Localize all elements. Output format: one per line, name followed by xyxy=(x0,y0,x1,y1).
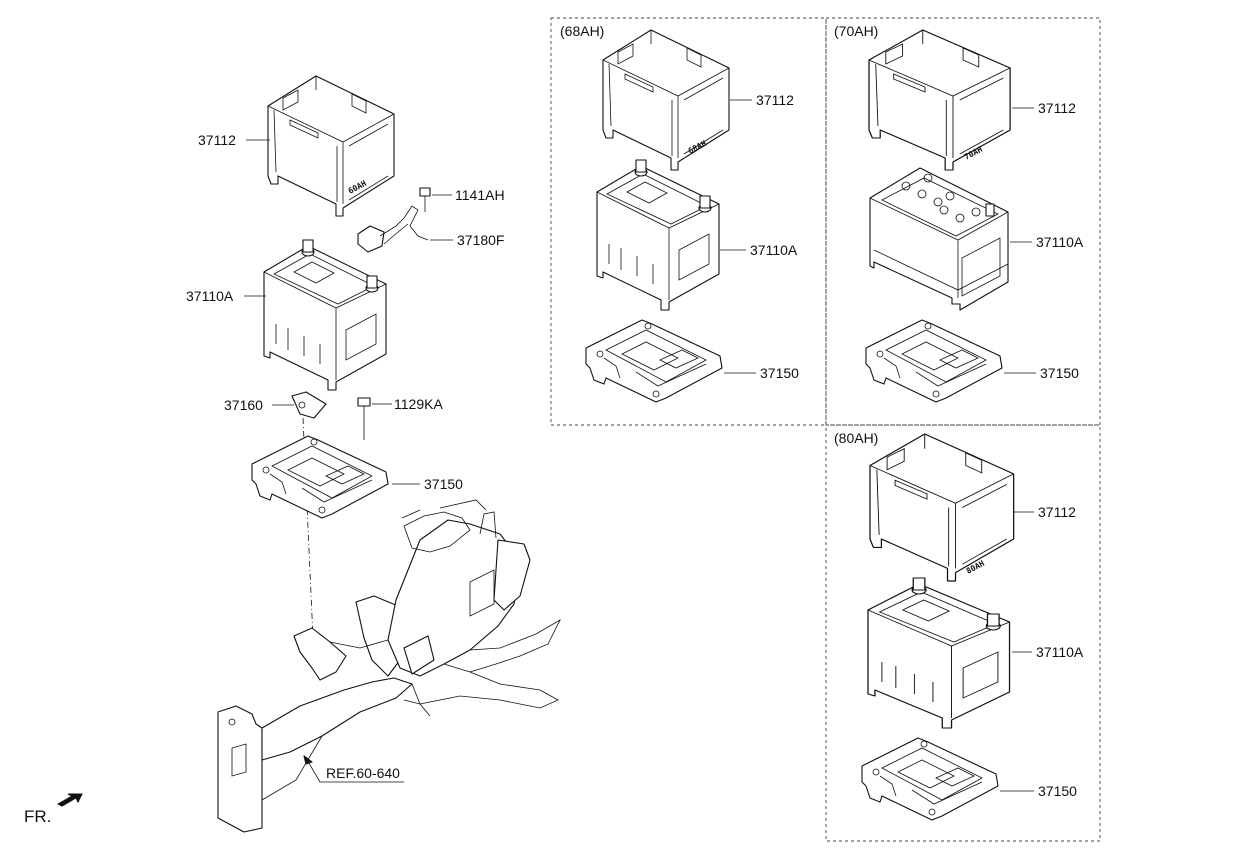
variant-70ah-tray xyxy=(868,29,1011,171)
variant-68ah-bracket xyxy=(585,319,723,403)
variant-box-70ah xyxy=(825,17,1101,426)
vehicle-body-structure xyxy=(217,499,561,833)
variant-box-80ah xyxy=(825,424,1101,842)
variant-68ah-title: (68AH) xyxy=(560,23,604,39)
variant-80ah-tray-label: 37112 xyxy=(1038,504,1076,520)
variant-80ah-title: (80AH) xyxy=(834,430,878,446)
variant-70ah-bracket-label: 37150 xyxy=(1040,365,1079,381)
variant-68ah-battery-label: 37110A xyxy=(750,242,798,258)
label-battery-main: 37110A xyxy=(186,288,234,304)
variant-box-68ah xyxy=(550,17,827,426)
variant-80ah-bracket-label: 37150 xyxy=(1038,783,1077,799)
battery-bracket-main xyxy=(251,435,389,519)
variant-68ah-battery xyxy=(596,159,720,311)
front-arrow-icon xyxy=(56,793,83,807)
battery-main xyxy=(263,239,387,391)
label-bracket-main: 37150 xyxy=(424,476,463,492)
bolt-1141ah xyxy=(419,187,431,212)
label-cable: 37180F xyxy=(457,232,504,248)
battery-cable xyxy=(357,205,429,253)
variant-80ah-bracket xyxy=(861,737,999,821)
bolt-1129ka xyxy=(357,397,371,440)
label-tray-main: 37112 xyxy=(198,132,236,148)
label-front: FR. xyxy=(24,807,51,826)
variant-70ah-battery-label: 37110A xyxy=(1036,234,1084,250)
label-ref: REF.60-640 xyxy=(326,765,400,781)
variant-70ah-bracket xyxy=(865,319,1003,403)
label-bolt-1141ah: 1141AH xyxy=(455,187,505,203)
leader-ref xyxy=(305,757,404,783)
variant-80ah-battery-label: 37110A xyxy=(1036,644,1084,660)
variant-80ah-battery xyxy=(867,577,1011,729)
battery-tray-main xyxy=(267,75,395,217)
variant-68ah-tray-label: 37112 xyxy=(756,92,794,108)
variant-80ah-tray xyxy=(869,433,1015,582)
variant-70ah-title: (70AH) xyxy=(834,23,878,39)
variant-68ah-bracket-label: 37150 xyxy=(760,365,799,381)
variant-70ah-battery xyxy=(869,167,1009,311)
variant-70ah-tray-label: 37112 xyxy=(1038,100,1076,116)
ref-arrow-head xyxy=(303,755,313,765)
battery-clamp xyxy=(291,391,327,661)
label-clamp: 37160 xyxy=(224,397,263,413)
variant-68ah-tray xyxy=(602,29,730,171)
label-bolt-1129ka: 1129KA xyxy=(394,396,443,412)
